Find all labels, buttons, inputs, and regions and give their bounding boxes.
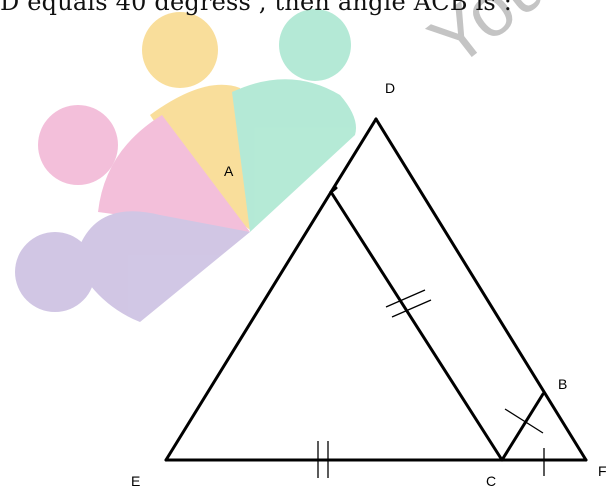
label-point-A: A [224, 163, 234, 179]
label-point-F: F [598, 463, 607, 479]
segment-AC [329, 190, 504, 462]
segment-CB [500, 392, 545, 462]
watermark-body-green [232, 79, 356, 232]
watermark-head-yellow [142, 12, 218, 88]
segment-AD-short [329, 186, 338, 194]
label-point-C: C [486, 473, 496, 489]
watermark-head-pink [38, 105, 118, 185]
label-point-D: D [385, 80, 395, 96]
watermark-head-green [279, 9, 351, 81]
label-point-E: E [131, 473, 140, 489]
label-point-B: B [558, 376, 567, 392]
segment-ED [164, 117, 378, 462]
segment-DF [374, 117, 588, 462]
tick-AC-1 [385, 289, 426, 308]
watermark-body-yellow [150, 84, 250, 230]
tick-marks [317, 289, 545, 478]
watermark-logo [15, 9, 356, 322]
tick-CB [504, 408, 544, 434]
geometry-lines [164, 117, 588, 462]
watermark-head-purple [15, 232, 95, 312]
watermark-body-pink [98, 115, 250, 232]
question-text-fragment: D equals 40 degress , then angle ACB is … [0, 0, 513, 16]
watermark-body-purple [80, 211, 250, 322]
tick-AC-2 [391, 299, 432, 318]
